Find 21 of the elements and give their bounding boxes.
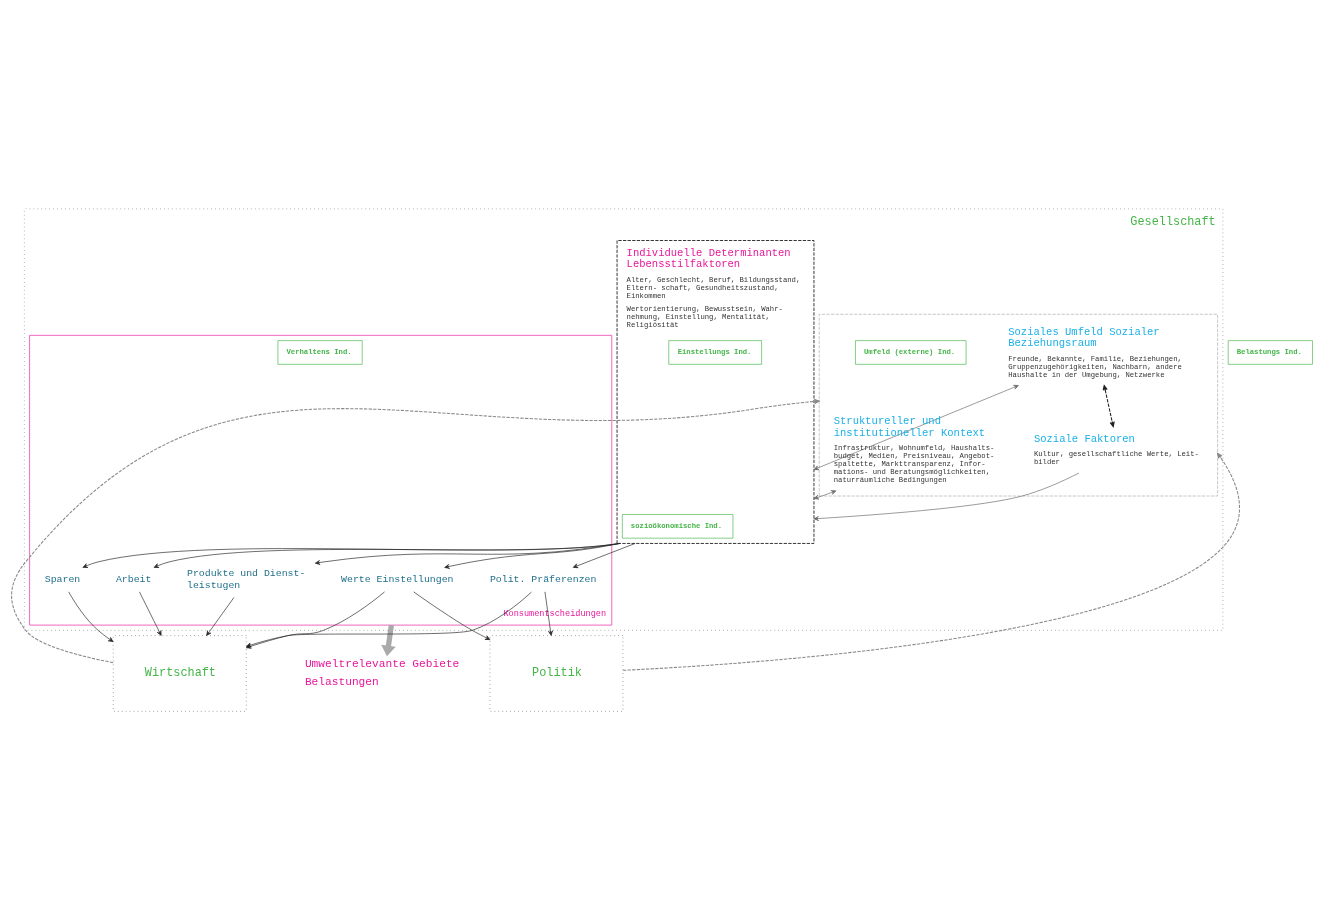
node-box: Politik [489, 635, 624, 712]
arrow [381, 624, 396, 657]
arrow [813, 385, 1019, 471]
node-text: Polit. Präferenzen [489, 574, 597, 586]
node-text: Produkte und Dienst- leistugen [187, 568, 306, 591]
arrow [139, 591, 162, 636]
node-box: Wirtschaft [112, 635, 247, 712]
arrow [11, 398, 820, 664]
arrow [206, 597, 235, 636]
arrow [1102, 384, 1115, 428]
arrow [622, 452, 1241, 671]
node-text: Arbeit [115, 574, 152, 586]
node-text: Werte Einstellungen [341, 574, 454, 586]
arrow [813, 490, 837, 500]
arrow [813, 472, 1080, 521]
arrow [544, 591, 553, 636]
node-text: Umweltrelevante Gebiete Belastungen [304, 658, 460, 689]
node-text: Sparen [44, 574, 81, 586]
arrow [413, 591, 491, 640]
arrow [68, 591, 114, 643]
arrow [572, 543, 636, 569]
